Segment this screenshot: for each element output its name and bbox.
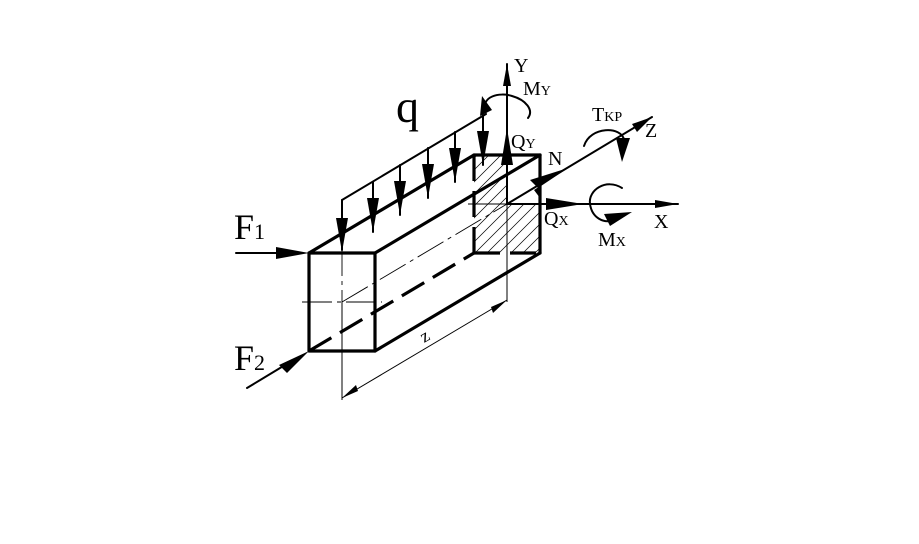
moment-mx-arrow	[588, 183, 632, 226]
normal-force-n-label: N	[548, 148, 562, 170]
load-q-label: q	[396, 81, 419, 132]
x-axis	[506, 200, 679, 208]
z-axis	[506, 116, 653, 205]
shear-qx-label: QX	[544, 208, 569, 230]
torque-tkp-label: TKP	[592, 104, 622, 126]
distributed-load	[336, 113, 489, 252]
torque-tkp-arrow	[583, 129, 630, 162]
moment-mx-label: MX	[598, 229, 626, 251]
z-axis-label: Z	[645, 120, 657, 142]
force-f1-arrow	[235, 247, 309, 259]
force-f2-label: F2	[234, 338, 265, 378]
shear-qy-label: QY	[511, 131, 536, 153]
dimension-z	[341, 204, 508, 400]
force-f1-label: F1	[234, 207, 265, 247]
y-axis-label: Y	[514, 55, 528, 77]
shear-qy-arrow	[501, 128, 513, 165]
moment-my-arrow	[480, 93, 531, 119]
shear-qx-arrow	[546, 198, 583, 210]
force-f2-arrow	[246, 351, 309, 389]
normal-force-n-arrow	[530, 168, 568, 198]
moment-my-label: MY	[523, 78, 551, 100]
dimension-z-label: z	[416, 325, 433, 346]
x-axis-label: X	[654, 211, 669, 233]
